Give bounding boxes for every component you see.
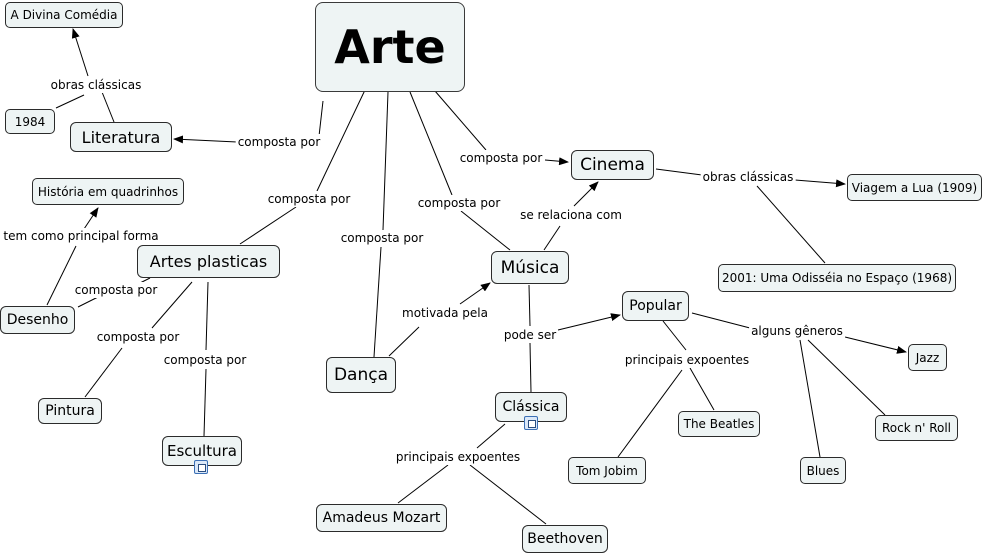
link-obras-classicas-lit[interactable]: obras clássicas	[48, 77, 144, 93]
edge-composta-escultura	[203, 368, 207, 437]
edge-popular-generos	[691, 312, 751, 329]
link-composta-por-cinema[interactable]: composta por	[457, 150, 545, 166]
node-arte[interactable]: Arte	[315, 2, 465, 92]
link-composta-por-danca[interactable]: composta por	[338, 230, 426, 246]
edge-arte-composta-danca	[382, 91, 389, 231]
edge-lit-obras	[101, 91, 115, 123]
edge-podeser-classica	[529, 342, 532, 393]
node-danca[interactable]: Dança	[326, 357, 396, 393]
edge-expoentes-beatles	[689, 367, 715, 411]
link-composta-por-lit[interactable]: composta por	[235, 134, 323, 150]
node-viagem-lua[interactable]: Viagem a Lua (1909)	[847, 174, 982, 201]
edge-expoentes-mozart	[397, 464, 449, 504]
edge-composta-literatura	[173, 135, 238, 144]
link-composta-por-desenho[interactable]: composta por	[72, 282, 160, 298]
edge-motivada-musica	[459, 282, 491, 305]
edge-composta-desenho	[77, 296, 99, 308]
link-composta-por-artes[interactable]: composta por	[265, 191, 353, 207]
edge-obras-divina	[71, 28, 89, 77]
node-divina-comedia[interactable]: A Divina Comédia	[5, 2, 123, 28]
edge-obras-viagem	[794, 179, 846, 188]
edge-arte-composta-artes	[316, 89, 366, 192]
node-odisseia[interactable]: 2001: Uma Odisséia no Espaço (1968)	[718, 264, 956, 292]
link-principais-expoentes-pop[interactable]: principais expoentes	[622, 352, 752, 368]
link-pode-ser[interactable]: pode ser	[501, 327, 559, 343]
node-historia-quadrinhos[interactable]: História em quadrinhos	[32, 178, 184, 205]
link-composta-por-musica[interactable]: composta por	[415, 195, 503, 211]
link-tem-como-principal-forma[interactable]: tem como principal forma	[1, 228, 161, 244]
edge-composta-danca	[373, 246, 382, 358]
link-composta-por-pintura[interactable]: composta por	[94, 329, 182, 345]
edge-podeser-popular	[557, 313, 621, 331]
node-artes-plasticas[interactable]: Artes plasticas	[137, 245, 280, 278]
node-pintura[interactable]: Pintura	[38, 398, 102, 424]
edge-popular-expoentes	[662, 320, 687, 351]
node-beethoven[interactable]: Beethoven	[522, 525, 608, 553]
edge-artes-composta-pintura	[151, 281, 193, 329]
attachment-icon-classica[interactable]	[524, 416, 538, 430]
node-classica[interactable]: Clássica	[495, 392, 567, 422]
node-blues[interactable]: Blues	[800, 457, 846, 484]
edge-composta-cinema	[544, 157, 569, 166]
edge-desenho-tem	[46, 245, 77, 306]
node-rock[interactable]: Rock n' Roll	[875, 415, 958, 441]
link-composta-por-escultura[interactable]: composta por	[161, 352, 249, 368]
link-alguns-generos[interactable]: alguns gêneros	[749, 323, 845, 339]
edge-generos-blues	[799, 339, 821, 458]
edge-cinema-obras	[655, 168, 703, 176]
edge-arte-composta-cinema	[434, 90, 487, 151]
edge-arte-composta-musica	[409, 91, 453, 196]
edge-composta-pintura	[84, 347, 123, 398]
node-cinema[interactable]: Cinema	[571, 150, 654, 180]
edge-musica-relaciona	[543, 225, 561, 251]
link-motivada-pela[interactable]: motivada pela	[400, 305, 490, 321]
node-1984[interactable]: 1984	[5, 109, 55, 134]
edge-classica-expoentes	[476, 423, 506, 449]
link-se-relaciona-com[interactable]: se relaciona com	[518, 207, 624, 223]
edge-composta-artes	[239, 206, 297, 245]
node-mozart[interactable]: Amadeus Mozart	[316, 504, 447, 532]
edge-generos-jazz	[844, 336, 907, 354]
node-musica[interactable]: Música	[491, 251, 569, 284]
edge-artes-composta-escultura	[205, 281, 209, 351]
edge-musica-podeser	[528, 284, 531, 327]
node-literatura[interactable]: Literatura	[70, 122, 172, 152]
node-beatles[interactable]: The Beatles	[678, 411, 760, 437]
link-principais-expoentes-cla[interactable]: principais expoentes	[393, 449, 523, 465]
attachment-icon-escultura[interactable]	[194, 460, 208, 474]
node-desenho[interactable]: Desenho	[0, 306, 75, 334]
node-jazz[interactable]: Jazz	[908, 344, 947, 371]
node-popular[interactable]: Popular	[622, 291, 689, 321]
edge-expoentes-beethoven	[469, 464, 547, 525]
edge-obras-odisseia	[756, 185, 826, 264]
edge-generos-rock	[807, 339, 886, 416]
edge-danca-motivada	[388, 326, 420, 357]
edge-relaciona-cinema	[573, 181, 599, 207]
edge-composta-musica	[460, 210, 511, 251]
node-tom-jobim[interactable]: Tom Jobim	[568, 457, 646, 484]
edge-obras-1984	[55, 94, 85, 109]
edge-tem-historia	[83, 207, 99, 230]
edge-expoentes-jobim	[617, 369, 683, 458]
link-obras-classicas-cin[interactable]: obras clássicas	[700, 169, 796, 185]
